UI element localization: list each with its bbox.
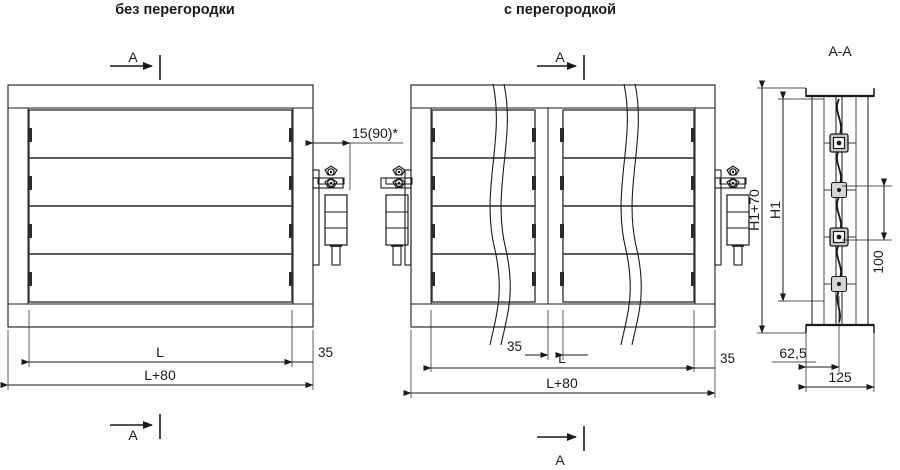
view-section-aa bbox=[805, 88, 875, 333]
section-letter-top-left: A bbox=[128, 49, 138, 65]
dim-gap-15-90 bbox=[305, 125, 403, 190]
break-line-1 bbox=[489, 83, 511, 346]
title-section-aa: A-A bbox=[828, 43, 852, 59]
dim-L-left bbox=[21, 310, 293, 367]
dim-label-H1: H1 bbox=[767, 201, 783, 219]
dim-125 bbox=[798, 333, 875, 392]
dim-label-L80-middle: L+80 bbox=[546, 375, 578, 391]
dim-35-partition bbox=[525, 310, 588, 360]
dim-H1-70 bbox=[757, 80, 806, 334]
blade-pivot-bushings bbox=[829, 133, 849, 293]
dim-label-gap: 15(90)* bbox=[352, 125, 398, 141]
dim-label-35-partition: 35 bbox=[507, 339, 522, 354]
dim-100 bbox=[842, 178, 892, 241]
title-left: без перегородки bbox=[115, 2, 235, 18]
dim-H1 bbox=[778, 91, 824, 302]
section-letter-top-middle: A bbox=[555, 49, 565, 65]
blade-group-left bbox=[28, 109, 293, 303]
actuator-left-view bbox=[312, 165, 348, 266]
dim-label-62-5: 62,5 bbox=[779, 345, 806, 361]
actuator-middle-left bbox=[380, 165, 413, 266]
dim-L-middle bbox=[423, 310, 695, 372]
dim-label-100: 100 bbox=[870, 250, 886, 274]
view-with-partition: A bbox=[380, 49, 750, 346]
section-letter-bottom-middle: A bbox=[555, 452, 565, 468]
break-line-2 bbox=[620, 83, 642, 346]
section-arrow-top-left bbox=[110, 55, 161, 80]
section-letter-bottom-left: A bbox=[128, 427, 138, 443]
dim-label-125: 125 bbox=[828, 369, 852, 385]
dim-label-H1-70: H1+70 bbox=[746, 189, 762, 231]
section-arrow-bottom-left bbox=[110, 414, 161, 439]
dim-62-5 bbox=[772, 296, 840, 372]
blade-group-middle-left bbox=[431, 109, 536, 303]
view-without-partition: A bbox=[7, 49, 348, 328]
actuator-middle-right bbox=[714, 165, 750, 266]
dim-label-35-left: 35 bbox=[318, 345, 333, 360]
dim-label-L-middle: L bbox=[558, 350, 566, 366]
section-arrow-top-middle bbox=[537, 55, 585, 80]
dim-label-L80-left: L+80 bbox=[144, 367, 176, 383]
dim-L80-middle bbox=[403, 330, 716, 398]
blade-group-middle-right bbox=[560, 109, 695, 303]
dim-label-35-middle-right: 35 bbox=[720, 351, 735, 366]
dim-L80-left bbox=[0, 330, 314, 390]
section-arrow-bottom-middle bbox=[537, 426, 585, 451]
dim-label-L-left: L bbox=[156, 344, 164, 360]
dim-35-middle-right bbox=[686, 330, 716, 372]
title-middle: с перегородкой bbox=[504, 2, 616, 18]
